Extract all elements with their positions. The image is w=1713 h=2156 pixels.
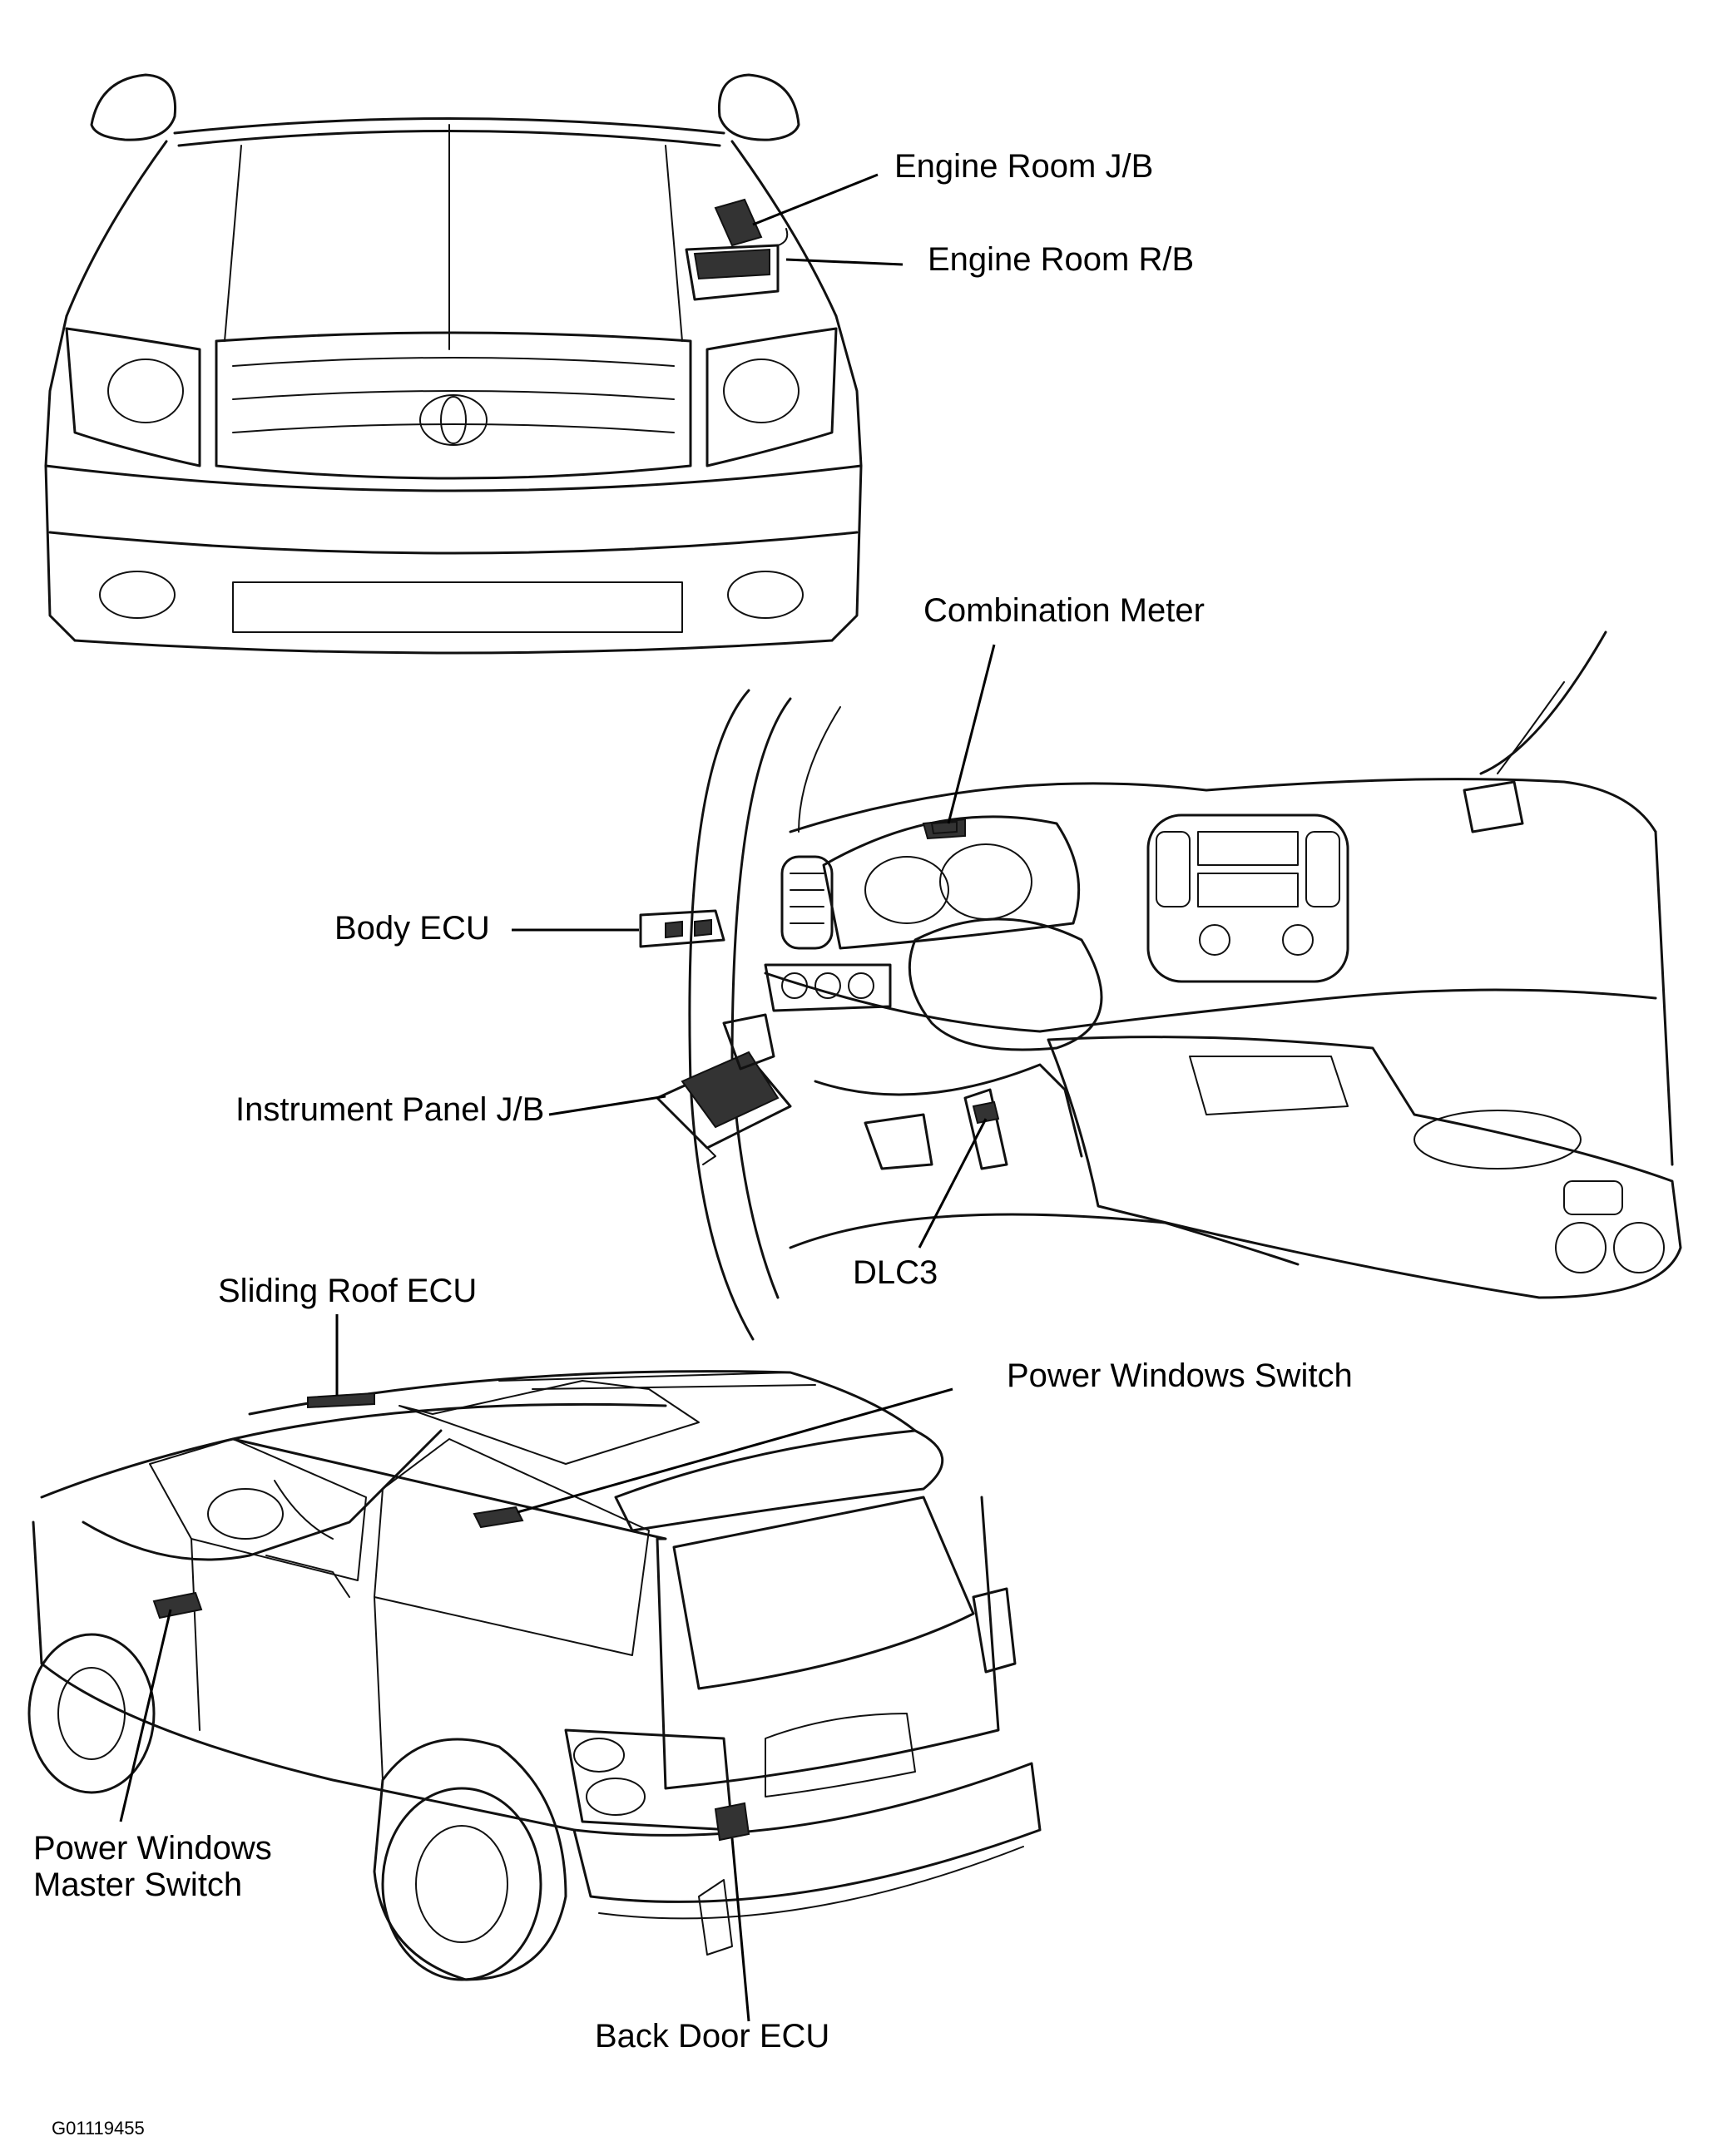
label-instrument-panel-jb: Instrument Panel J/B xyxy=(235,1091,545,1128)
label-power-windows-switch: Power Windows Switch xyxy=(1007,1357,1353,1394)
leader-lines xyxy=(119,173,996,2022)
label-power-windows-master-switch-line2: Master Switch xyxy=(33,1867,243,1903)
label-back-door-ecu: Back Door ECU xyxy=(595,2018,830,2055)
engine-room-rb-component xyxy=(685,228,789,301)
label-power-windows-master-switch: Power Windows Master Switch xyxy=(33,1830,272,1903)
leader-back-door-ecu xyxy=(730,1837,750,2022)
power-windows-switch-component xyxy=(473,1506,524,1529)
leader-instrument-panel-jb xyxy=(548,1095,666,1116)
body-ecu-component xyxy=(639,909,725,948)
engine-room-jb-component xyxy=(714,198,763,247)
sliding-roof-ecu-component xyxy=(307,1392,375,1409)
leader-dlc3 xyxy=(918,1118,988,1249)
back-door-ecu-component xyxy=(714,1802,750,1842)
figure-id: G01119455 xyxy=(52,2118,145,2139)
leader-engine-room-jb xyxy=(752,173,879,226)
instrument-panel-jb-component xyxy=(656,1013,792,1165)
combination-meter-component xyxy=(930,820,958,835)
label-engine-room-rb: Engine Room R/B xyxy=(928,241,1195,278)
dlc3-component xyxy=(972,1100,1000,1125)
leader-power-windows-master-switch xyxy=(119,1609,172,1822)
label-engine-room-jb: Engine Room J/B xyxy=(894,148,1154,185)
label-sliding-roof-ecu: Sliding Roof ECU xyxy=(218,1273,478,1309)
leader-combination-meter xyxy=(947,644,996,824)
vehicle-front-view xyxy=(44,73,863,655)
power-windows-master-switch-component xyxy=(152,1591,203,1619)
leader-power-windows-switch xyxy=(517,1387,953,1514)
leader-engine-room-rb xyxy=(785,258,904,266)
label-dlc3: DLC3 xyxy=(853,1254,938,1291)
dashboard-view xyxy=(639,630,1682,1341)
label-combination-meter: Combination Meter xyxy=(923,592,1205,629)
label-body-ecu: Body ECU xyxy=(334,910,490,947)
vehicle-rear-view xyxy=(27,1370,1042,1981)
label-power-windows-master-switch-line1: Power Windows xyxy=(33,1830,272,1867)
